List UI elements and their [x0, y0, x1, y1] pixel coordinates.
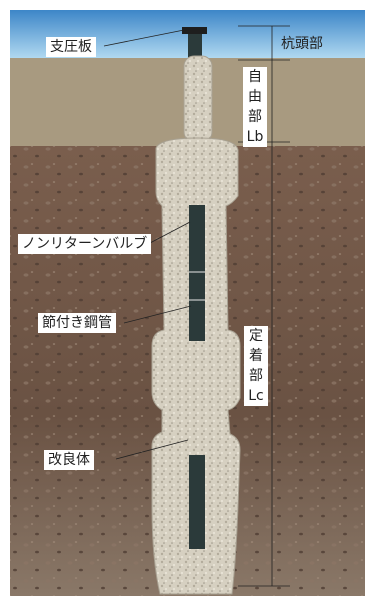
label-pile-head: 杭頭部: [281, 36, 323, 52]
label-nonreturn-valve: ノンリターンバルブ: [18, 234, 152, 254]
label-free-section: 自 由 部 Lb: [243, 67, 267, 147]
pile-head-pipe: [188, 34, 202, 60]
steel-pipe-upper: [189, 205, 205, 341]
label-knotted-steel-pipe: 節付き鋼管: [38, 313, 116, 333]
leader-nonreturn-valve: [149, 221, 191, 244]
bearing-plate: [182, 27, 207, 34]
leader-steel-pipe: [123, 305, 192, 324]
leader-bearing-plate: [103, 29, 185, 47]
label-bearing-plate: 支圧板: [46, 37, 96, 57]
label-anchor-section: 定 着 部 Lc: [244, 326, 268, 406]
grout-column-free: [183, 55, 213, 143]
improved-body-shape: [151, 137, 241, 595]
label-improved-body: 改良体: [44, 450, 94, 470]
steel-pipe-lower: [189, 455, 205, 549]
leader-improved-body: [115, 439, 189, 460]
